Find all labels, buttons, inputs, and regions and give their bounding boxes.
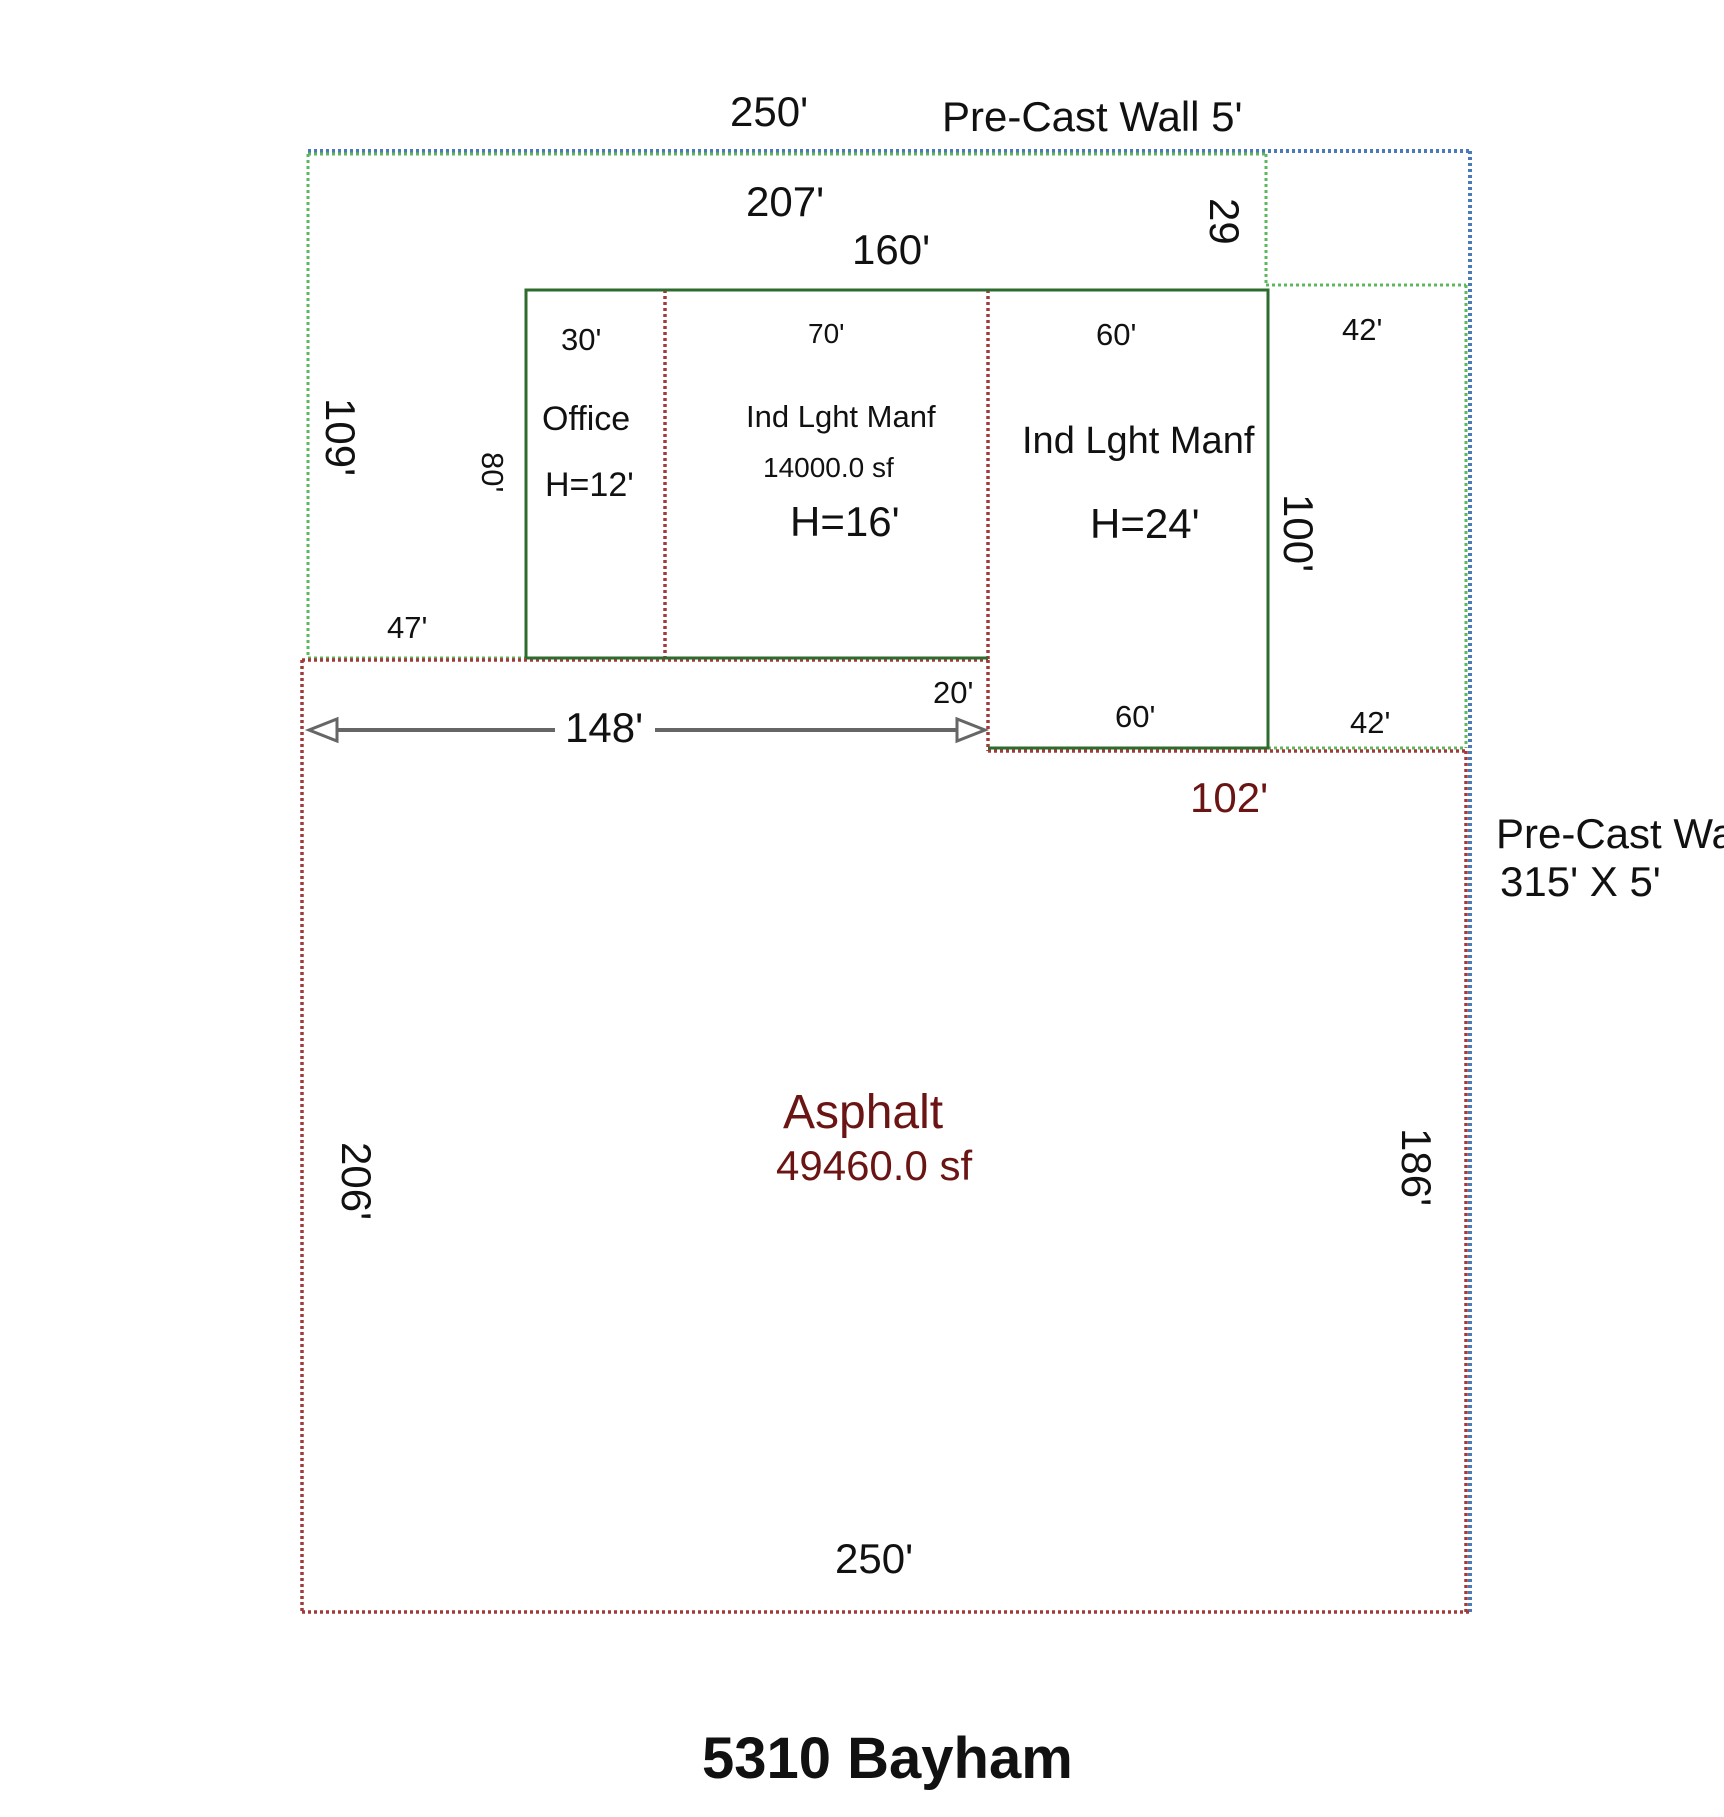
- asphalt-area: 49460.0 sf: [776, 1142, 972, 1189]
- dim-102: 102': [1190, 774, 1268, 821]
- dimension-arrow-148: [304, 716, 990, 744]
- dim-70: 70': [808, 318, 845, 349]
- dim-160: 160': [852, 226, 930, 273]
- dim-42-top: 42': [1342, 312, 1382, 347]
- manf-60-name: Ind Lght Manf: [1022, 420, 1255, 462]
- dim-60-bottom: 60': [1115, 699, 1155, 734]
- dim-206: 206': [333, 1142, 380, 1220]
- manf-70-name: Ind Lght Manf: [746, 399, 936, 434]
- right-wall-label-line2: 315' X 5': [1500, 858, 1661, 905]
- asphalt-name: Asphalt: [783, 1086, 943, 1139]
- dim-29: 29: [1201, 198, 1248, 245]
- manf-70-height: H=16': [790, 498, 900, 545]
- dim-top-250: 250': [730, 88, 808, 135]
- dim-80: 80': [475, 452, 510, 492]
- office-name: Office: [542, 400, 630, 438]
- office-height: H=12': [545, 466, 634, 504]
- asphalt-outline: [300, 658, 1472, 1614]
- dim-109: 109': [317, 398, 364, 476]
- dim-bottom-250: 250': [835, 1535, 913, 1582]
- arrow-head-left: [304, 716, 339, 744]
- dim-148: 148': [565, 704, 643, 751]
- manf-70-area: 14000.0 sf: [763, 452, 894, 483]
- arrow-head-right: [955, 716, 990, 744]
- plan-title: 5310 Bayham: [702, 1726, 1073, 1791]
- manf-60-height: H=24': [1090, 500, 1200, 547]
- building-partitions: [663, 290, 990, 660]
- right-wall-label-line1: Pre-Cast Wa: [1496, 810, 1724, 857]
- setback-outline: [306, 152, 1468, 750]
- property-boundary: [308, 149, 1472, 1612]
- dim-30: 30': [561, 322, 601, 357]
- dim-42-bottom: 42': [1350, 705, 1390, 740]
- dim-20: 20': [933, 675, 973, 710]
- dim-60-top: 60': [1096, 317, 1136, 352]
- building-outline-line: [524, 288, 1270, 750]
- building-outline: [524, 288, 1270, 750]
- dim-47: 47': [387, 610, 427, 645]
- dim-207: 207': [746, 178, 824, 225]
- top-wall-label: Pre-Cast Wall 5': [942, 93, 1243, 140]
- dim-100: 100': [1275, 494, 1322, 572]
- dim-186: 186': [1393, 1128, 1440, 1206]
